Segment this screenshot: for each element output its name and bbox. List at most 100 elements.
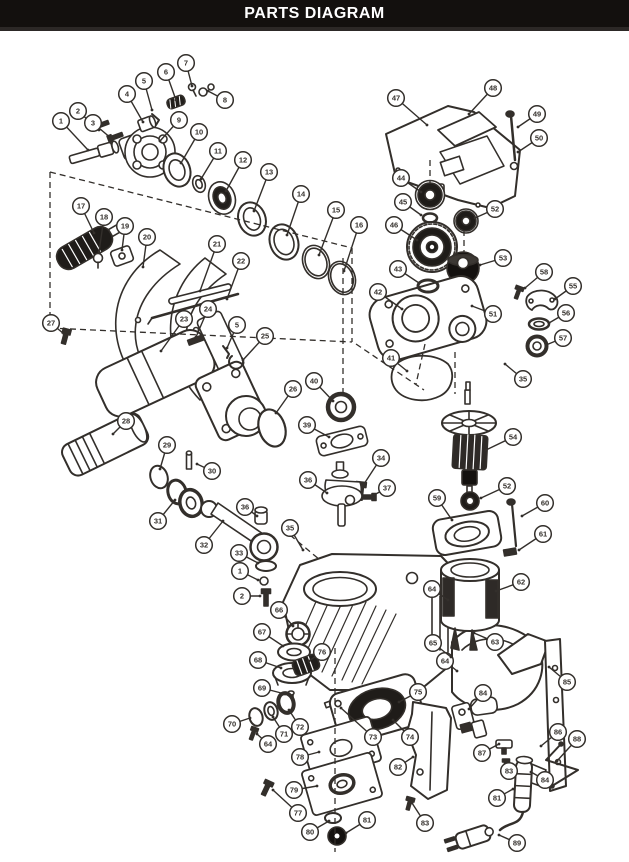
callout-66: 66 xyxy=(269,600,295,628)
part-piston-28 xyxy=(61,412,150,477)
svg-text:41: 41 xyxy=(387,354,395,363)
callout-61: 61 xyxy=(517,524,553,552)
callout-83: 83 xyxy=(499,759,519,781)
part-name-plate-48 xyxy=(437,111,497,147)
callout-83: 83 xyxy=(410,801,435,833)
callout-1: 1 xyxy=(230,561,260,582)
part-screw-60 xyxy=(506,498,518,548)
svg-text:52: 52 xyxy=(503,482,511,491)
callout-23: 23 xyxy=(159,309,194,353)
callout-72: 72 xyxy=(287,708,310,737)
svg-text:21: 21 xyxy=(213,240,221,249)
callout-87: 87 xyxy=(472,742,501,763)
callout-77: 77 xyxy=(271,788,308,823)
callout-5: 5 xyxy=(134,71,154,112)
callout-52: 52 xyxy=(479,476,517,500)
svg-text:37: 37 xyxy=(383,484,391,493)
svg-text:79: 79 xyxy=(290,786,298,795)
svg-text:7: 7 xyxy=(184,59,188,68)
svg-text:14: 14 xyxy=(297,190,306,199)
callout-59: 59 xyxy=(427,488,454,522)
part-washer-80 xyxy=(324,812,342,824)
svg-text:26: 26 xyxy=(289,385,297,394)
svg-text:25: 25 xyxy=(261,332,269,341)
svg-text:74: 74 xyxy=(406,733,415,742)
svg-text:46: 46 xyxy=(390,221,398,230)
svg-text:73: 73 xyxy=(369,733,377,742)
svg-text:83: 83 xyxy=(505,767,513,776)
callout-51: 51 xyxy=(470,304,503,324)
svg-text:50: 50 xyxy=(535,134,543,143)
svg-text:71: 71 xyxy=(280,730,288,739)
part-plate-39 xyxy=(315,425,369,457)
svg-text:2: 2 xyxy=(76,107,80,116)
svg-text:13: 13 xyxy=(265,168,273,177)
svg-text:64: 64 xyxy=(264,740,273,749)
svg-text:3: 3 xyxy=(91,119,95,128)
callout-45: 45 xyxy=(393,192,423,217)
callout-65: 65 xyxy=(423,633,453,659)
svg-text:1: 1 xyxy=(59,117,63,126)
svg-text:83: 83 xyxy=(421,819,429,828)
svg-text:17: 17 xyxy=(77,202,85,211)
callout-21: 21 xyxy=(198,234,227,293)
part-bearing-44 xyxy=(414,179,446,211)
callout-82: 82 xyxy=(388,755,415,777)
callout-74: 74 xyxy=(391,718,420,747)
svg-text:89: 89 xyxy=(513,839,521,848)
callout-86: 86 xyxy=(539,722,568,748)
callout-6: 6 xyxy=(156,62,178,102)
callout-58: 58 xyxy=(523,262,554,290)
svg-text:29: 29 xyxy=(163,441,171,450)
callout-64: 64 xyxy=(435,651,459,673)
callout-5: 5 xyxy=(225,315,247,350)
callout-1: 1 xyxy=(51,111,90,152)
svg-text:52: 52 xyxy=(491,205,499,214)
part-screw-58 xyxy=(513,284,525,300)
svg-text:39: 39 xyxy=(303,421,311,430)
part-circlip-25 xyxy=(228,355,245,370)
svg-text:45: 45 xyxy=(399,198,407,207)
part-washer-50 xyxy=(509,161,519,171)
dashed-line xyxy=(49,327,353,343)
svg-text:64: 64 xyxy=(428,585,437,594)
svg-text:63: 63 xyxy=(491,638,499,647)
callout-46: 46 xyxy=(384,215,419,242)
callout-22: 22 xyxy=(225,251,251,301)
dashed-line xyxy=(289,534,321,561)
part-clip-5 xyxy=(151,113,160,126)
callout-29: 29 xyxy=(157,435,177,471)
part-ring-16 xyxy=(327,260,357,296)
part-cord-clamp-87 xyxy=(495,739,513,755)
callout-4: 4 xyxy=(117,84,145,124)
part-side-cover-82 xyxy=(406,701,452,800)
callout-17: 17 xyxy=(71,196,96,235)
callout-33: 33 xyxy=(229,543,260,565)
svg-text:42: 42 xyxy=(374,288,382,297)
part-gear-plate-42 xyxy=(368,275,488,361)
callout-71: 71 xyxy=(271,715,294,744)
callout-75: 75 xyxy=(397,682,428,704)
part-oring-26 xyxy=(257,408,287,448)
callout-11: 11 xyxy=(199,141,228,181)
callout-85: 85 xyxy=(547,665,577,692)
svg-text:61: 61 xyxy=(539,530,547,539)
svg-text:54: 54 xyxy=(509,433,518,442)
part-washers-8 xyxy=(198,83,215,97)
callout-35: 35 xyxy=(503,362,533,389)
part-clip-5b xyxy=(222,345,230,359)
svg-text:70: 70 xyxy=(228,720,236,729)
callout-7: 7 xyxy=(176,53,196,88)
callout-31: 31 xyxy=(148,498,177,531)
part-screw-83a xyxy=(405,795,416,811)
svg-text:80: 80 xyxy=(306,828,314,837)
part-ring-15 xyxy=(301,244,331,280)
part-stator-62 xyxy=(440,558,500,651)
svg-text:2: 2 xyxy=(240,592,244,601)
part-screw-27 xyxy=(60,327,72,345)
part-plate-79 xyxy=(301,752,383,816)
callout-50: 50 xyxy=(516,128,549,154)
part-cord-guard xyxy=(513,755,534,814)
callout-18: 18 xyxy=(94,207,114,254)
